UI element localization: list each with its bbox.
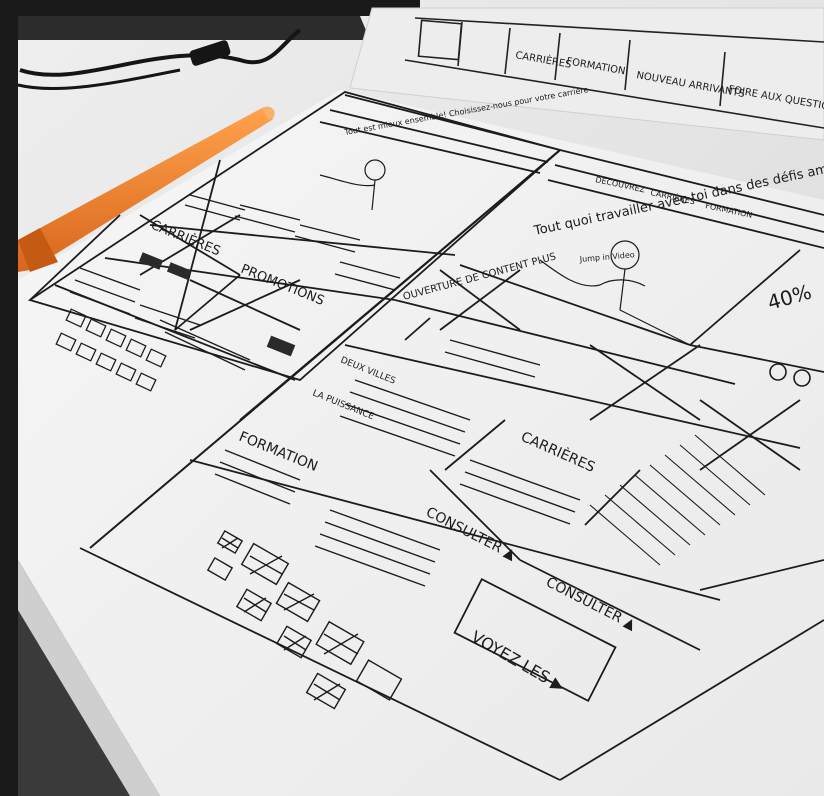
- monitor-stand: [18, 16, 370, 40]
- top-edge: [0, 0, 420, 16]
- left-edge: [0, 0, 18, 796]
